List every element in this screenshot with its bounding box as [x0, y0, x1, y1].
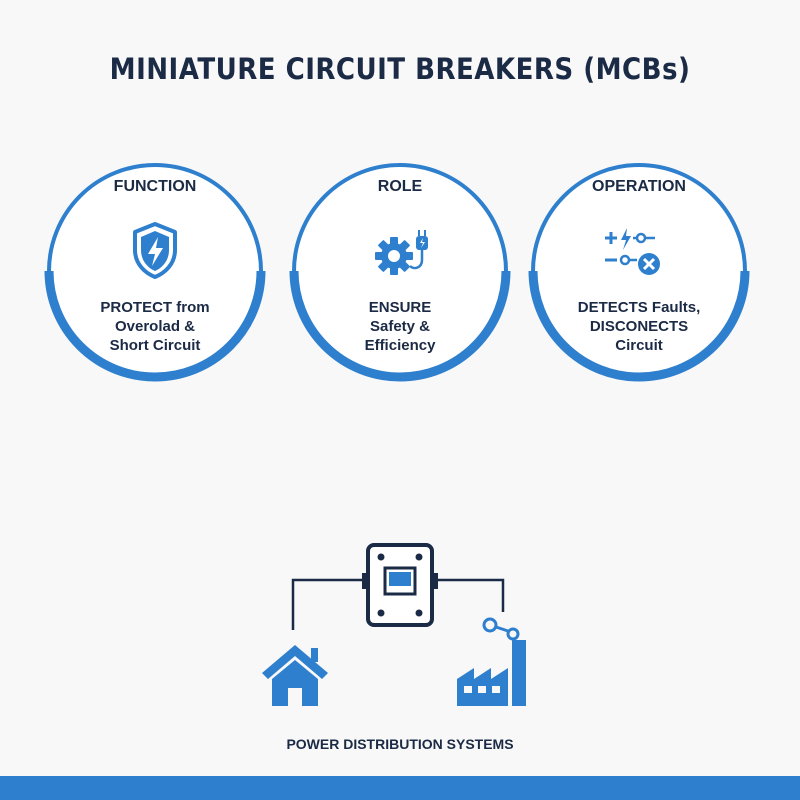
card-description-line: Short Circuit — [109, 337, 201, 354]
card-ring — [289, 163, 511, 382]
card-ring — [528, 163, 750, 382]
card-heading: FUNCTION — [113, 178, 197, 195]
breaker-icon — [362, 543, 438, 627]
house-icon — [262, 645, 328, 706]
factory-icon — [457, 617, 526, 706]
card-role: ROLE ENSURE Safety & Efficiency — [289, 160, 511, 382]
card-function: FUNCTION PROTECT from Overolad & Short C… — [44, 160, 266, 382]
card-description-line: DETECTS Faults, — [577, 299, 701, 316]
card-description-line: Circuit — [615, 337, 663, 354]
shield-lightning-icon — [133, 222, 177, 279]
card-description: ENSURE Safety & Efficiency — [289, 298, 511, 355]
gear-plug-icon — [375, 230, 428, 275]
card-description-line: Safety & — [369, 318, 431, 335]
page-title: MINIATURE CIRCUIT BREAKERS (MCBs) — [109, 52, 691, 86]
card-description-line: ENSURE — [368, 299, 432, 316]
card-description-line: DISCONECTS — [589, 318, 689, 335]
bottom-accent-bar — [0, 776, 800, 800]
switch-fault-icon — [605, 228, 660, 275]
card-description: DETECTS Faults, DISCONECTS Circuit — [528, 298, 750, 355]
connector-lines — [291, 578, 505, 630]
card-description: PROTECT from Overolad & Short Circuit — [44, 298, 266, 355]
diagram-label: POWER DISTRIBUTION SYSTEMS — [286, 736, 514, 752]
card-description-line: Efficiency — [364, 337, 436, 354]
card-heading: OPERATION — [592, 178, 686, 195]
card-description-line: Overolad & — [114, 318, 196, 335]
card-heading: ROLE — [377, 178, 423, 195]
card-operation: OPERATION DETECTS Faults, DISCONECTS Cir… — [528, 160, 750, 382]
card-description-line: PROTECT from — [100, 299, 210, 316]
